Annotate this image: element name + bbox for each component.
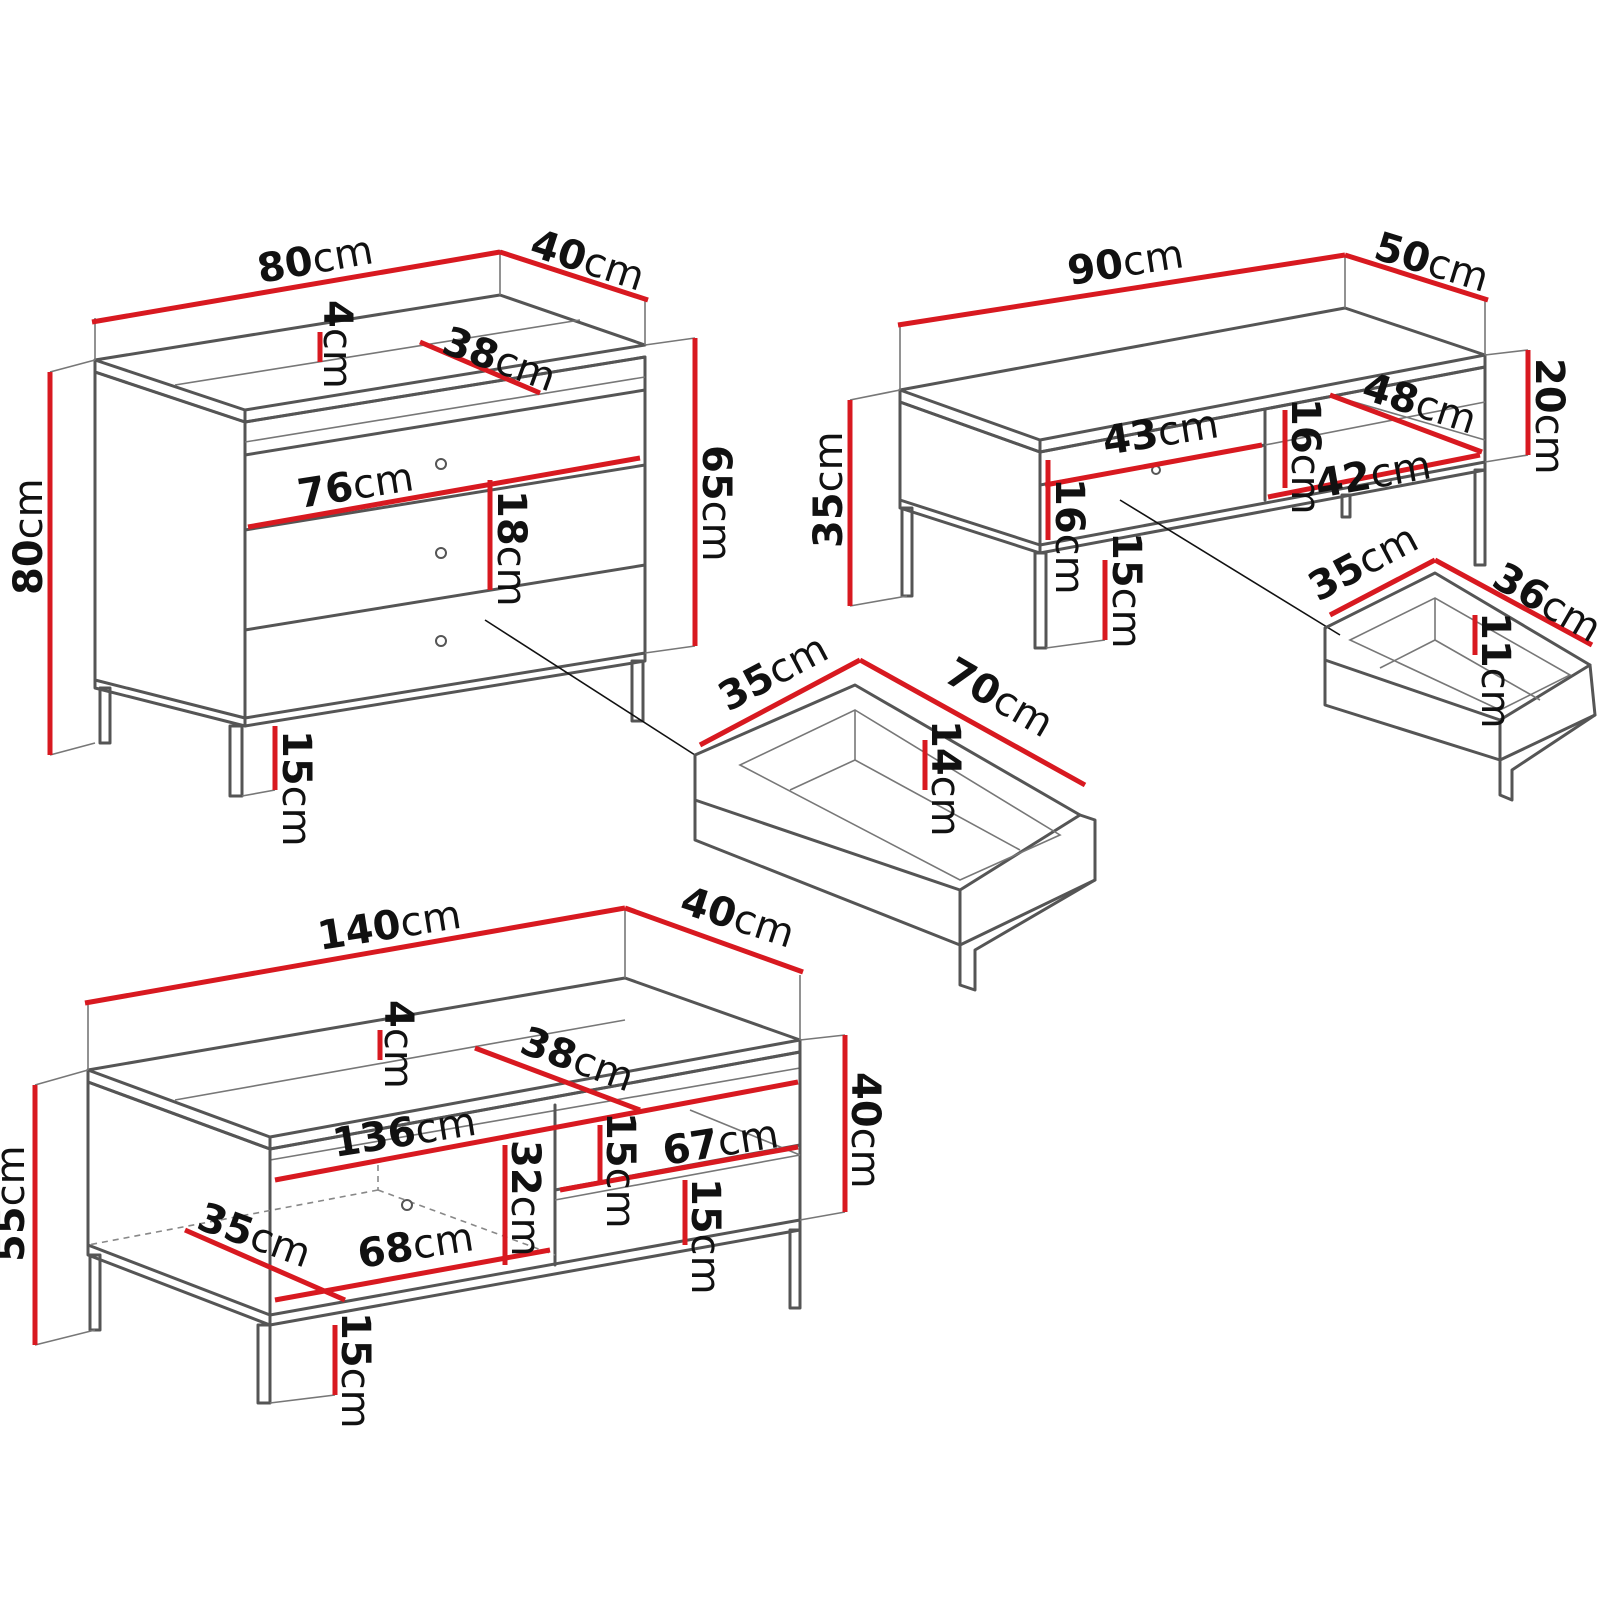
- nightstand-drawer-depth-line: [1328, 557, 1437, 618]
- nightstand-drawer-outline: [1323, 571, 1597, 802]
- tv-stand-top-depth-line: [474, 1045, 641, 1113]
- dresser-top-thickness-label: 4cm: [314, 300, 360, 389]
- nightstand-shelf-height-label: 16cm: [1282, 398, 1328, 515]
- tv-stand-depth-line: [624, 905, 804, 975]
- tv-stand-depth-label: 40cm: [675, 878, 800, 958]
- nightstand-shelf-width-label: 42cm: [1312, 442, 1435, 508]
- tv-stand-lower-gap-label: 15cm: [682, 1178, 728, 1295]
- dresser-drawing: [47, 249, 698, 798]
- nightstand-drawer-width-line: [1044, 442, 1263, 488]
- tv-stand-bottom-width-line: [274, 1247, 551, 1303]
- dresser-inner-width-line: [247, 455, 641, 530]
- tv-stand-inner-width-line: [274, 1079, 799, 1183]
- nightstand-drawing: [847, 252, 1531, 650]
- nightstand-drawer-width-line: [1433, 557, 1594, 648]
- dresser-drawer-leader: [484, 619, 696, 756]
- nightstand-leg-height-label: 15cm: [1103, 532, 1149, 649]
- dresser-height-label: 80cm: [6, 478, 52, 595]
- tv-stand-width-line: [84, 905, 626, 1006]
- nightstand-drawer-height-label: 11cm: [1472, 612, 1518, 729]
- nightstand-outline: [849, 255, 1529, 650]
- tv-stand-bottom-depth-label: 35cm: [192, 1194, 317, 1277]
- nightstand-shelf-depth-line: [1329, 392, 1483, 455]
- tv-stand-drawing: [32, 905, 848, 1405]
- dresser-drawer-depth-line: [698, 657, 862, 748]
- dresser-drawer-height-label: 14cm: [922, 720, 968, 837]
- tv-stand-height-label: 55cm: [0, 1145, 34, 1262]
- nightstand-shelf-width-line: [1267, 452, 1481, 500]
- tv-stand-leg-height-label: 15cm: [332, 1312, 378, 1429]
- tv-stand-bottom-depth-line: [183, 1227, 347, 1303]
- tv-stand-shelf-gap-label: 15cm: [597, 1112, 643, 1229]
- dresser-body-height-label: 65cm: [693, 445, 739, 562]
- dresser-depth-line: [499, 249, 649, 303]
- tv-stand-body-height-label: 40cm: [842, 1072, 888, 1189]
- nightstand-shelf-depth-label: 48cm: [1357, 364, 1482, 444]
- nightstand-width-line: [897, 252, 1346, 328]
- dimension-labels: 80cm 40cm 4cm 38cm 80cm 65cm 76cm 18cm 1…: [0, 221, 1600, 1429]
- nightstand-top-height-label: 20cm: [1526, 358, 1572, 475]
- dresser-drawer-drawing: [693, 657, 1097, 992]
- nightstand-width-label: 90cm: [1064, 231, 1186, 295]
- dresser-drawer-width-line: [858, 657, 1087, 788]
- dresser-outline: [49, 250, 696, 798]
- nightstand-drawer-leader: [1119, 499, 1341, 636]
- nightstand-depth-label: 50cm: [1369, 224, 1494, 302]
- tv-stand-outline: [34, 910, 846, 1405]
- dresser-depth-label: 40cm: [525, 221, 650, 301]
- tv-stand-shelf-width-line: [559, 1144, 799, 1193]
- dresser-width-label: 80cm: [254, 227, 377, 293]
- nightstand-drawer-drawing: [1323, 557, 1597, 802]
- nightstand-depth-line: [1344, 252, 1489, 303]
- dresser-leg-height-label: 15cm: [273, 730, 319, 847]
- tv-stand-shelf-width-label: 67cm: [659, 1111, 781, 1175]
- tv-stand-width-label: 140cm: [314, 892, 464, 960]
- tv-stand-bottom-width-label: 68cm: [354, 1214, 476, 1278]
- tv-stand-compartment-height-label: 32cm: [502, 1140, 548, 1257]
- nightstand-drawer-front-label: 16cm: [1046, 478, 1092, 595]
- dresser-inner-width-label: 76cm: [294, 454, 416, 518]
- nightstand-drawer-width-label: 43cm: [1099, 401, 1221, 465]
- dresser-drawer-front-label: 18cm: [488, 490, 534, 607]
- dresser-top-depth-line: [419, 339, 541, 396]
- dresser-drawer-outline: [693, 683, 1097, 992]
- dresser-width-line: [91, 249, 501, 325]
- tv-stand-top-thickness-label: 4cm: [375, 1000, 421, 1089]
- nightstand-height-label: 35cm: [806, 431, 852, 548]
- tv-stand-inner-width-label: 136cm: [329, 1099, 479, 1167]
